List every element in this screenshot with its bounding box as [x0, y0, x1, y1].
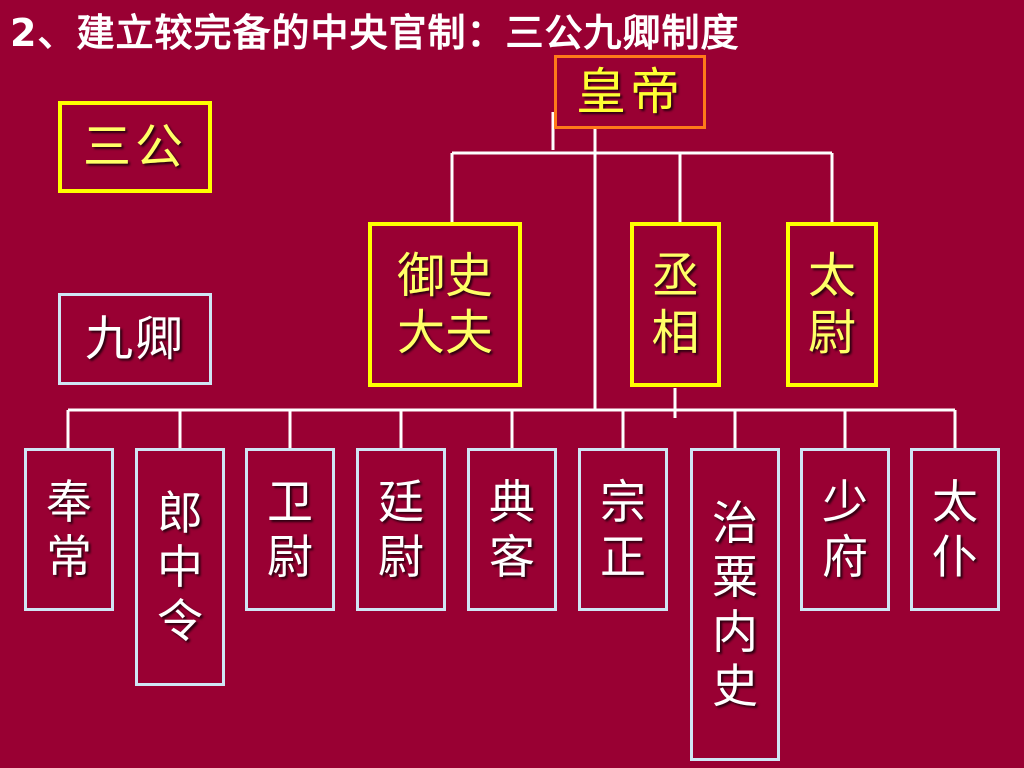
- box-line: 常: [46, 529, 92, 584]
- san-gong-box-yushidafu: 御史 大夫: [368, 222, 522, 387]
- jiu-qing-text: 奉 常: [46, 475, 92, 584]
- legend-san-gong: 三公: [58, 101, 212, 193]
- legend-san-gong-label: 三公: [82, 118, 187, 175]
- jiu-qing-text: 郎 中 令: [157, 486, 203, 649]
- box-line: 太: [932, 475, 978, 530]
- jiu-qing-box-fengchang: 奉 常: [24, 448, 114, 611]
- jiu-qing-box-shaofu: 少 府: [800, 448, 890, 611]
- jiu-qing-text: 治 粟 内 史: [712, 496, 758, 713]
- box-line: 粟: [712, 550, 758, 605]
- box-line: 尉: [267, 529, 313, 584]
- box-line: 内: [712, 604, 758, 659]
- jiu-qing-box-dianke: 典 客: [467, 448, 557, 611]
- jiu-qing-text: 太 仆: [932, 475, 978, 584]
- legend-jiu-qing: 九卿: [58, 293, 212, 385]
- box-line: 丞: [651, 247, 700, 304]
- legend-jiu-qing-label: 九卿: [84, 310, 185, 367]
- jiu-qing-text: 典 客: [489, 475, 535, 584]
- box-line: 中: [157, 539, 203, 594]
- san-gong-text: 御史 大夫: [397, 248, 493, 361]
- box-line: 廷: [378, 475, 424, 530]
- jiu-qing-box-taipu: 太 仆: [910, 448, 1000, 611]
- box-line: 宗: [600, 475, 646, 530]
- box-line: 卫: [267, 475, 313, 530]
- box-line: 太: [807, 247, 856, 304]
- box-line: 相: [651, 304, 700, 361]
- jiu-qing-text: 廷 尉: [378, 475, 424, 584]
- box-line: 客: [489, 529, 535, 584]
- box-line: 御史: [396, 247, 493, 304]
- box-line: 史: [712, 658, 758, 713]
- emperor-box: 皇帝: [554, 55, 706, 129]
- box-line: 大夫: [396, 304, 493, 361]
- page-title: 2、建立较完备的中央官制：三公九卿制度: [10, 11, 740, 55]
- box-line: 治: [712, 495, 758, 550]
- jiu-qing-box-zongzheng: 宗 正: [578, 448, 668, 611]
- jiu-qing-text: 宗 正: [600, 475, 646, 584]
- jiu-qing-box-zhisuneishi: 治 粟 内 史: [690, 448, 780, 761]
- san-gong-box-taiwei: 太 尉: [786, 222, 878, 387]
- box-line: 尉: [807, 304, 856, 361]
- box-line: 郎: [157, 485, 203, 540]
- box-line: 奉: [46, 475, 92, 530]
- box-line: 正: [600, 529, 646, 584]
- jiu-qing-text: 少 府: [822, 475, 868, 584]
- emperor-label: 皇帝: [576, 62, 684, 121]
- box-line: 府: [822, 529, 868, 584]
- box-line: 少: [822, 475, 868, 530]
- box-line: 尉: [378, 529, 424, 584]
- box-line: 仆: [932, 529, 978, 584]
- san-gong-text: 丞 相: [651, 248, 699, 361]
- jiu-qing-box-weiwei: 卫 尉: [245, 448, 335, 611]
- jiu-qing-text: 卫 尉: [267, 475, 313, 584]
- jiu-qing-box-tingwei: 廷 尉: [356, 448, 446, 611]
- san-gong-text: 太 尉: [808, 248, 856, 361]
- box-line: 典: [489, 475, 535, 530]
- san-gong-box-chengxiang: 丞 相: [630, 222, 721, 387]
- jiu-qing-box-langzhongling: 郎 中 令: [135, 448, 225, 686]
- box-line: 令: [157, 594, 203, 649]
